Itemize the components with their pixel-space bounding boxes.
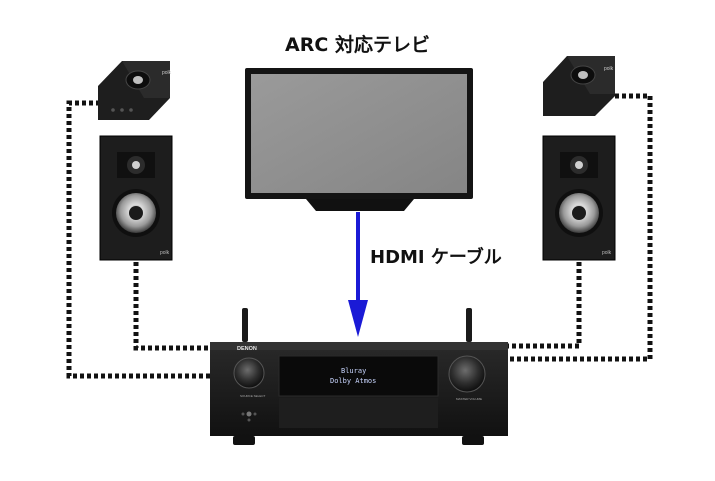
hdmi-cable-arrow — [348, 212, 368, 337]
tv-label: ARC 対応テレビ — [285, 34, 430, 56]
source-select-caption: SOURCE SELECT — [240, 394, 266, 398]
tv-screen — [251, 74, 467, 193]
wire-right-front — [508, 262, 582, 349]
av-receiver — [210, 308, 508, 445]
source-select-knob[interactable] — [233, 357, 265, 389]
svg-text:polk: polk — [602, 250, 612, 256]
speaker-wires — [66, 93, 653, 379]
tv-stand — [306, 199, 414, 211]
svg-text:polk: polk — [604, 66, 614, 72]
hdmi-cable-label: HDMI ケーブル — [370, 247, 502, 268]
receiver-display — [278, 355, 439, 397]
display-line-2: Dolby Atmos — [330, 377, 376, 385]
left-height-speaker: polk — [98, 61, 172, 120]
svg-text:polk: polk — [162, 70, 172, 76]
receiver-foot-left — [233, 436, 255, 445]
right-front-speaker: polk — [542, 135, 616, 261]
master-volume-knob[interactable] — [448, 355, 486, 393]
wire-left-height — [66, 100, 213, 379]
right-height-speaker: polk — [543, 56, 615, 116]
display-line-1: Bluray — [341, 367, 366, 375]
receiver-foot-right — [462, 436, 484, 445]
antenna-left — [242, 308, 248, 342]
wire-right-height — [508, 93, 653, 362]
svg-text:polk: polk — [160, 250, 170, 256]
tv — [245, 68, 473, 211]
wire-left-front — [133, 262, 213, 351]
receiver-brand: DENON — [237, 346, 257, 352]
left-front-speaker: polk — [99, 135, 173, 261]
master-volume-caption: MASTER VOLUME — [456, 397, 482, 401]
antenna-right — [466, 308, 472, 342]
